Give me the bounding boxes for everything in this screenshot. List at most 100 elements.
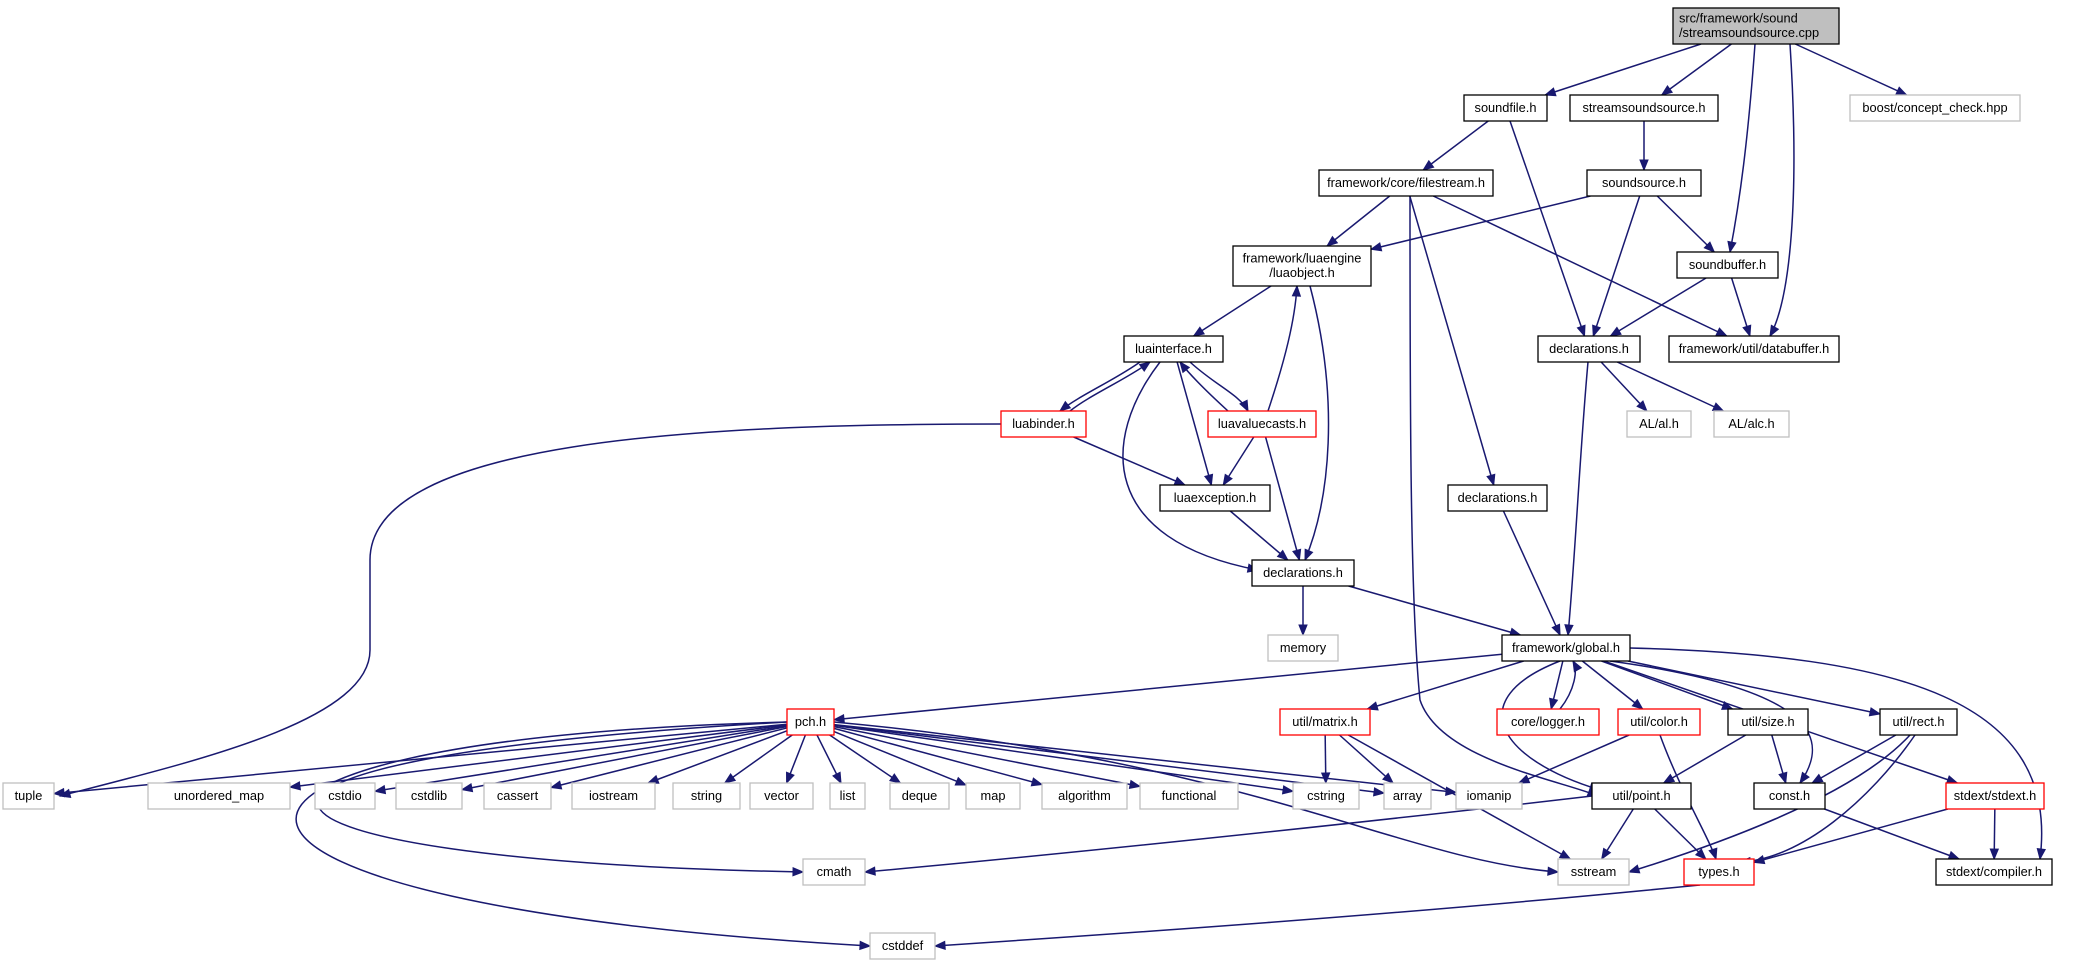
edge-arrowhead: [1592, 324, 1602, 338]
node-label: AL/alc.h: [1728, 416, 1774, 431]
edge-global-to-logger: [1549, 660, 1564, 711]
edge-arrowhead: [1810, 773, 1824, 784]
node-soundbuffer[interactable]: soundbuffer.h: [1676, 251, 1779, 279]
node-box: [314, 782, 376, 810]
node-size[interactable]: util/size.h: [1727, 708, 1809, 736]
node-logger[interactable]: core/logger.h: [1496, 708, 1600, 736]
edge-line: [1304, 285, 1330, 561]
edge-line: [1663, 734, 1747, 784]
edge-line: [833, 723, 1457, 794]
edge-arrowhead: [1422, 159, 1435, 171]
edge-arrowhead: [832, 771, 842, 785]
node-box: [672, 782, 741, 810]
node-const[interactable]: const.h: [1753, 782, 1826, 810]
edge-luavaluecasts-to-declarations_lua: [1264, 436, 1302, 562]
edge-line: [1432, 195, 1728, 337]
edge-luainterface-to-luavaluecasts: [1189, 361, 1249, 413]
node-box: [786, 708, 835, 736]
edge-arrowhead: [373, 784, 387, 795]
node-global[interactable]: framework/global.h: [1501, 634, 1631, 662]
edge-pch-to-cstdlib: [460, 725, 788, 793]
node-filestream[interactable]: framework/core/filestream.h: [1318, 169, 1494, 197]
node-label: cmath: [817, 864, 852, 879]
node-algorithm: algorithm: [1041, 782, 1128, 810]
node-label: util/size.h: [1741, 714, 1794, 729]
node-soundsource[interactable]: soundsource.h: [1586, 169, 1702, 197]
node-stdext[interactable]: stdext/stdext.h: [1945, 782, 2045, 810]
node-declarations-lua[interactable]: declarations.h: [1251, 559, 1355, 587]
edge-arrowhead: [1609, 326, 1622, 337]
node-label: boost/concept_check.hpp: [1862, 100, 2007, 115]
edge-arrowhead: [1947, 850, 1961, 860]
node-databuffer[interactable]: framework/util/databuffer.h: [1668, 335, 1840, 363]
edge-line: [1811, 734, 1897, 784]
node-label: iomanip: [1467, 788, 1512, 803]
node-streamsoundsource[interactable]: streamsoundsource.h: [1569, 94, 1719, 122]
edge-line: [1409, 195, 1495, 486]
edge-line: [1122, 361, 1259, 571]
node-label: string: [691, 788, 722, 803]
node-root[interactable]: src/framework/sound/streamsoundsource.cp…: [1672, 7, 1840, 45]
node-types[interactable]: types.h: [1683, 858, 1755, 886]
edge-arrowhead: [1631, 698, 1644, 710]
edge-arrowhead: [549, 780, 563, 790]
node-luavaluecasts[interactable]: luavaluecasts.h: [1207, 410, 1317, 438]
node-label: cstring: [1307, 788, 1345, 803]
node-compiler[interactable]: stdext/compiler.h: [1935, 858, 2053, 886]
node-luaobject[interactable]: framework/luaengine/luaobject.h: [1232, 245, 1372, 287]
edge-arrowhead: [1320, 772, 1331, 785]
node-declarations-sound[interactable]: declarations.h: [1537, 335, 1641, 363]
node-box: [1041, 782, 1128, 810]
edge-arrowhead: [1326, 235, 1339, 247]
edge-arrowhead: [646, 774, 660, 784]
edge-root-to-concept_check: [1794, 43, 1908, 96]
node-label: /streamsoundsource.cpp: [1679, 25, 1819, 40]
node-alc: AL/alc.h: [1713, 410, 1790, 438]
edge-line: [1069, 361, 1151, 412]
edge-pch-to-cstddef: [295, 721, 872, 951]
node-point[interactable]: util/point.h: [1591, 782, 1692, 810]
edge-arrowhead: [1382, 772, 1395, 784]
node-luainterface[interactable]: luainterface.h: [1123, 335, 1224, 363]
node-unordered-map: unordered_map: [147, 782, 291, 810]
node-label: soundsource.h: [1602, 175, 1686, 190]
edge-declarations_lua-to-global: [1348, 585, 1522, 637]
node-box: [1000, 410, 1087, 438]
edge-arrowhead: [792, 867, 805, 877]
edge-arrowhead: [1549, 697, 1559, 711]
node-vector: vector: [749, 782, 814, 810]
node-pch[interactable]: pch.h: [786, 708, 835, 736]
edge-const-to-compiler: [1824, 808, 1961, 860]
edge-global-to-pch: [832, 653, 1503, 724]
edge-line: [833, 725, 1141, 788]
edge-arrowhead: [1298, 624, 1308, 637]
edge-declarations_sound-to-al: [1600, 361, 1648, 412]
node-matrix[interactable]: util/matrix.h: [1279, 708, 1371, 736]
edge-line: [1627, 660, 1881, 715]
edge-arrowhead: [1179, 360, 1191, 374]
node-box: [1683, 858, 1755, 886]
edge-luavaluecasts-to-luaobject: [1267, 284, 1302, 412]
edge-arrowhead: [1372, 787, 1386, 797]
edge-point-to-types: [1654, 808, 1707, 860]
edge-line: [1753, 808, 1948, 864]
edge-line: [1267, 285, 1298, 412]
node-rect[interactable]: util/rect.h: [1879, 708, 1958, 736]
node-label: /luaobject.h: [1269, 265, 1334, 280]
node-box: [1501, 634, 1631, 662]
node-label: soundbuffer.h: [1689, 257, 1766, 272]
node-luaexception[interactable]: luaexception.h: [1159, 484, 1271, 512]
node-color[interactable]: util/color.h: [1617, 708, 1701, 736]
edge-luaobject-to-declarations_lua: [1304, 285, 1330, 562]
edge-line: [1567, 361, 1589, 636]
edge-point-to-sstream: [1600, 808, 1634, 861]
edge-line: [550, 727, 788, 789]
node-declarations-core[interactable]: declarations.h: [1447, 484, 1548, 512]
node-luabinder[interactable]: luabinder.h: [1000, 410, 1087, 438]
node-soundfile[interactable]: soundfile.h: [1463, 94, 1548, 122]
edge-line: [59, 423, 1002, 797]
edge-arrowhead: [1551, 623, 1561, 637]
node-box: [829, 782, 866, 810]
edge-line: [829, 734, 901, 784]
